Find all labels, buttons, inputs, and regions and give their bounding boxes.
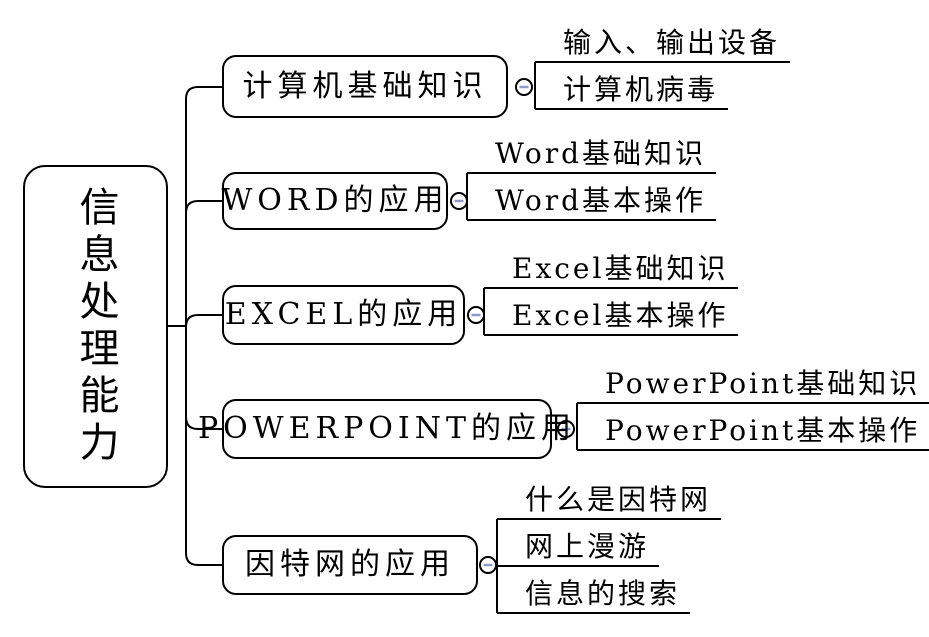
subtopic-label[interactable]: PowerPoint基础知识 [577, 357, 929, 404]
branch-connector-line [185, 200, 222, 214]
collapse-toggle-icon[interactable] [450, 192, 468, 210]
root-node-label: 信息处理能力 [72, 185, 119, 468]
branch-node-powerpoint[interactable]: POWERPOINT的应用 [198, 399, 571, 459]
subtopic-label[interactable]: Word基础知识 [467, 127, 717, 174]
subtopic-label[interactable]: Excel基本操作 [484, 289, 739, 336]
subtopic-group-computer-basics: 输入、输出设备 计算机病毒 [535, 16, 791, 110]
subtopic-label[interactable]: Word基本操作 [467, 174, 717, 221]
subtopic-group-internet: 什么是因特网 网上漫游 信息的搜索 [497, 473, 722, 614]
collapse-toggle-icon[interactable] [467, 306, 485, 324]
collapse-toggle-icon[interactable] [515, 78, 533, 96]
branch-connector-line [185, 416, 222, 430]
subtopic-label[interactable]: PowerPoint基本操作 [577, 404, 929, 451]
branch-node-label: EXCEL的应用 [224, 297, 463, 332]
subtopic-label[interactable]: 什么是因特网 [497, 473, 722, 520]
branch-connector-line [185, 86, 222, 100]
branch-node-internet[interactable]: 因特网的应用 [222, 535, 478, 595]
branch-node-label: 因特网的应用 [245, 547, 455, 582]
branch-node-label: WORD的应用 [221, 183, 449, 218]
subtopic-label[interactable]: 计算机病毒 [535, 63, 729, 110]
subtopic-label[interactable]: 信息的搜索 [497, 567, 691, 614]
branch-node-excel[interactable]: EXCEL的应用 [222, 285, 465, 345]
collapse-toggle-icon[interactable] [557, 420, 575, 438]
subtopic-group-powerpoint: PowerPoint基础知识 PowerPoint基本操作 [577, 357, 929, 451]
subtopic-label[interactable]: 网上漫游 [497, 520, 660, 567]
collapse-toggle-icon[interactable] [479, 556, 497, 574]
subtopic-group-excel: Excel基础知识 Excel基本操作 [484, 242, 739, 336]
branch-connector-line [185, 314, 222, 328]
branch-node-label: POWERPOINT的应用 [198, 411, 576, 446]
branch-connector-line [185, 552, 222, 566]
root-node[interactable]: 信息处理能力 [23, 165, 168, 488]
branch-node-word[interactable]: WORD的应用 [221, 172, 449, 230]
subtopic-group-word: Word基础知识 Word基本操作 [467, 127, 717, 221]
subtopic-label[interactable]: 输入、输出设备 [535, 16, 791, 63]
branch-node-computer-basics[interactable]: 计算机基础知识 [222, 55, 508, 118]
branch-node-label: 计算机基础知识 [242, 68, 488, 104]
subtopic-label[interactable]: Excel基础知识 [484, 242, 739, 289]
